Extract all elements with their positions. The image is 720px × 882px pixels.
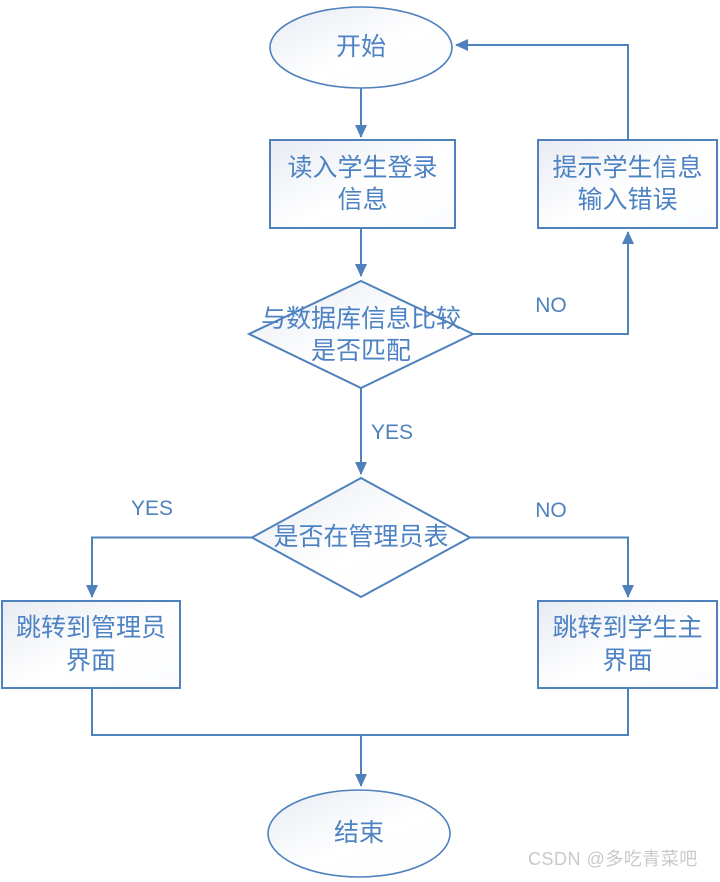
compare-db-node-shape: [246, 279, 476, 390]
is-admin-node-shape: [249, 476, 473, 599]
edge-admin-no-to-gotostudent: [470, 536, 634, 598]
error-prompt-node-shape: [537, 139, 718, 229]
end-node-shape: [267, 789, 451, 878]
read-login-node-shape: [269, 139, 456, 229]
goto-admin-node-shape: [1, 600, 181, 689]
edge-admin-yes-to-gotoadmin: [86, 536, 252, 598]
edge-merge-line: [91, 688, 629, 736]
edge-compare-no-to-error: [473, 231, 634, 335]
goto-student-node-shape: [537, 600, 718, 689]
start-node-shape: [269, 6, 453, 89]
edge-error-to-start: [455, 39, 629, 140]
